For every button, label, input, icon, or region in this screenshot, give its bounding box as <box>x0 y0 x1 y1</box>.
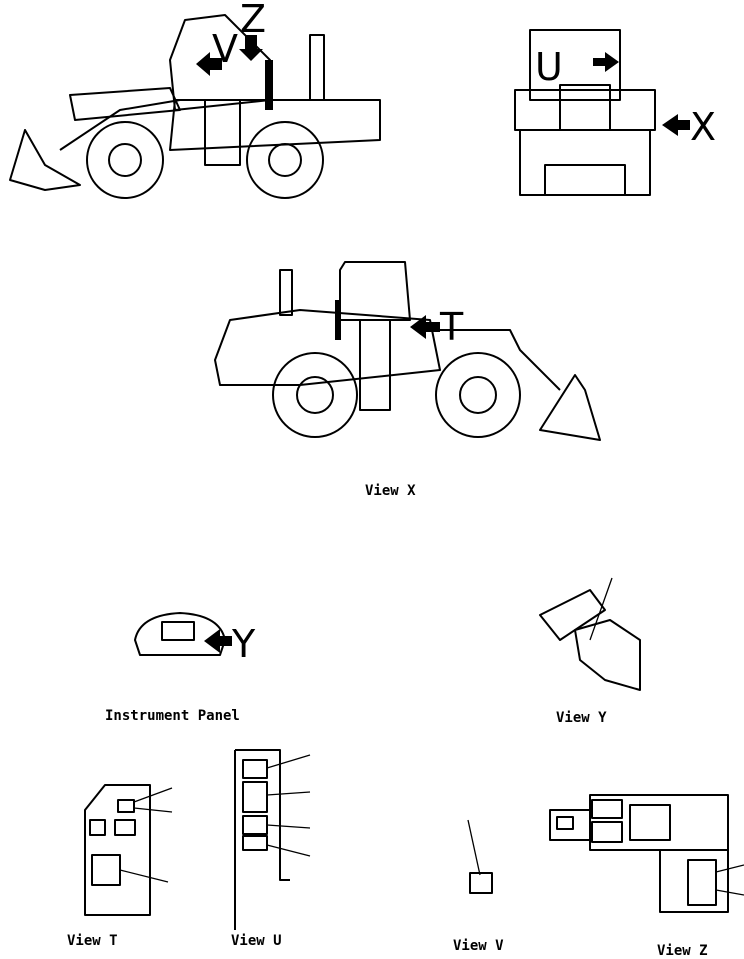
callout-y: Y <box>231 622 256 666</box>
callout-z-arrow: Z <box>239 0 266 61</box>
instrument-panel-drawing <box>134 612 226 656</box>
arrow-icon <box>410 315 440 339</box>
caption-instrument-panel: Instrument Panel <box>105 708 240 724</box>
callout-u: U <box>535 45 563 89</box>
view-u-drawing <box>234 749 311 930</box>
callout-z: Z <box>240 0 266 41</box>
arrow-icon <box>593 52 619 72</box>
caption-view-u: View U <box>231 933 282 949</box>
view-t-drawing <box>84 784 173 916</box>
caption-view-z: View Z <box>657 943 708 959</box>
caption-view-v: View V <box>453 938 504 954</box>
arrow-icon <box>662 114 690 136</box>
arrow-icon <box>204 629 232 653</box>
callout-v-arrow: V <box>196 27 238 76</box>
callout-x: X <box>690 105 716 149</box>
caption-view-x: View X <box>365 483 416 499</box>
view-v-drawing <box>467 819 493 894</box>
loader-side-view-left <box>9 14 381 199</box>
loader-rear-view <box>514 29 656 196</box>
caption-view-y: View Y <box>556 710 607 726</box>
callout-t: T <box>439 305 464 349</box>
view-z-drawing <box>549 794 744 913</box>
caption-view-t: View T <box>67 933 118 949</box>
loader-side-view-right <box>214 261 601 441</box>
view-y-drawing <box>539 577 641 691</box>
